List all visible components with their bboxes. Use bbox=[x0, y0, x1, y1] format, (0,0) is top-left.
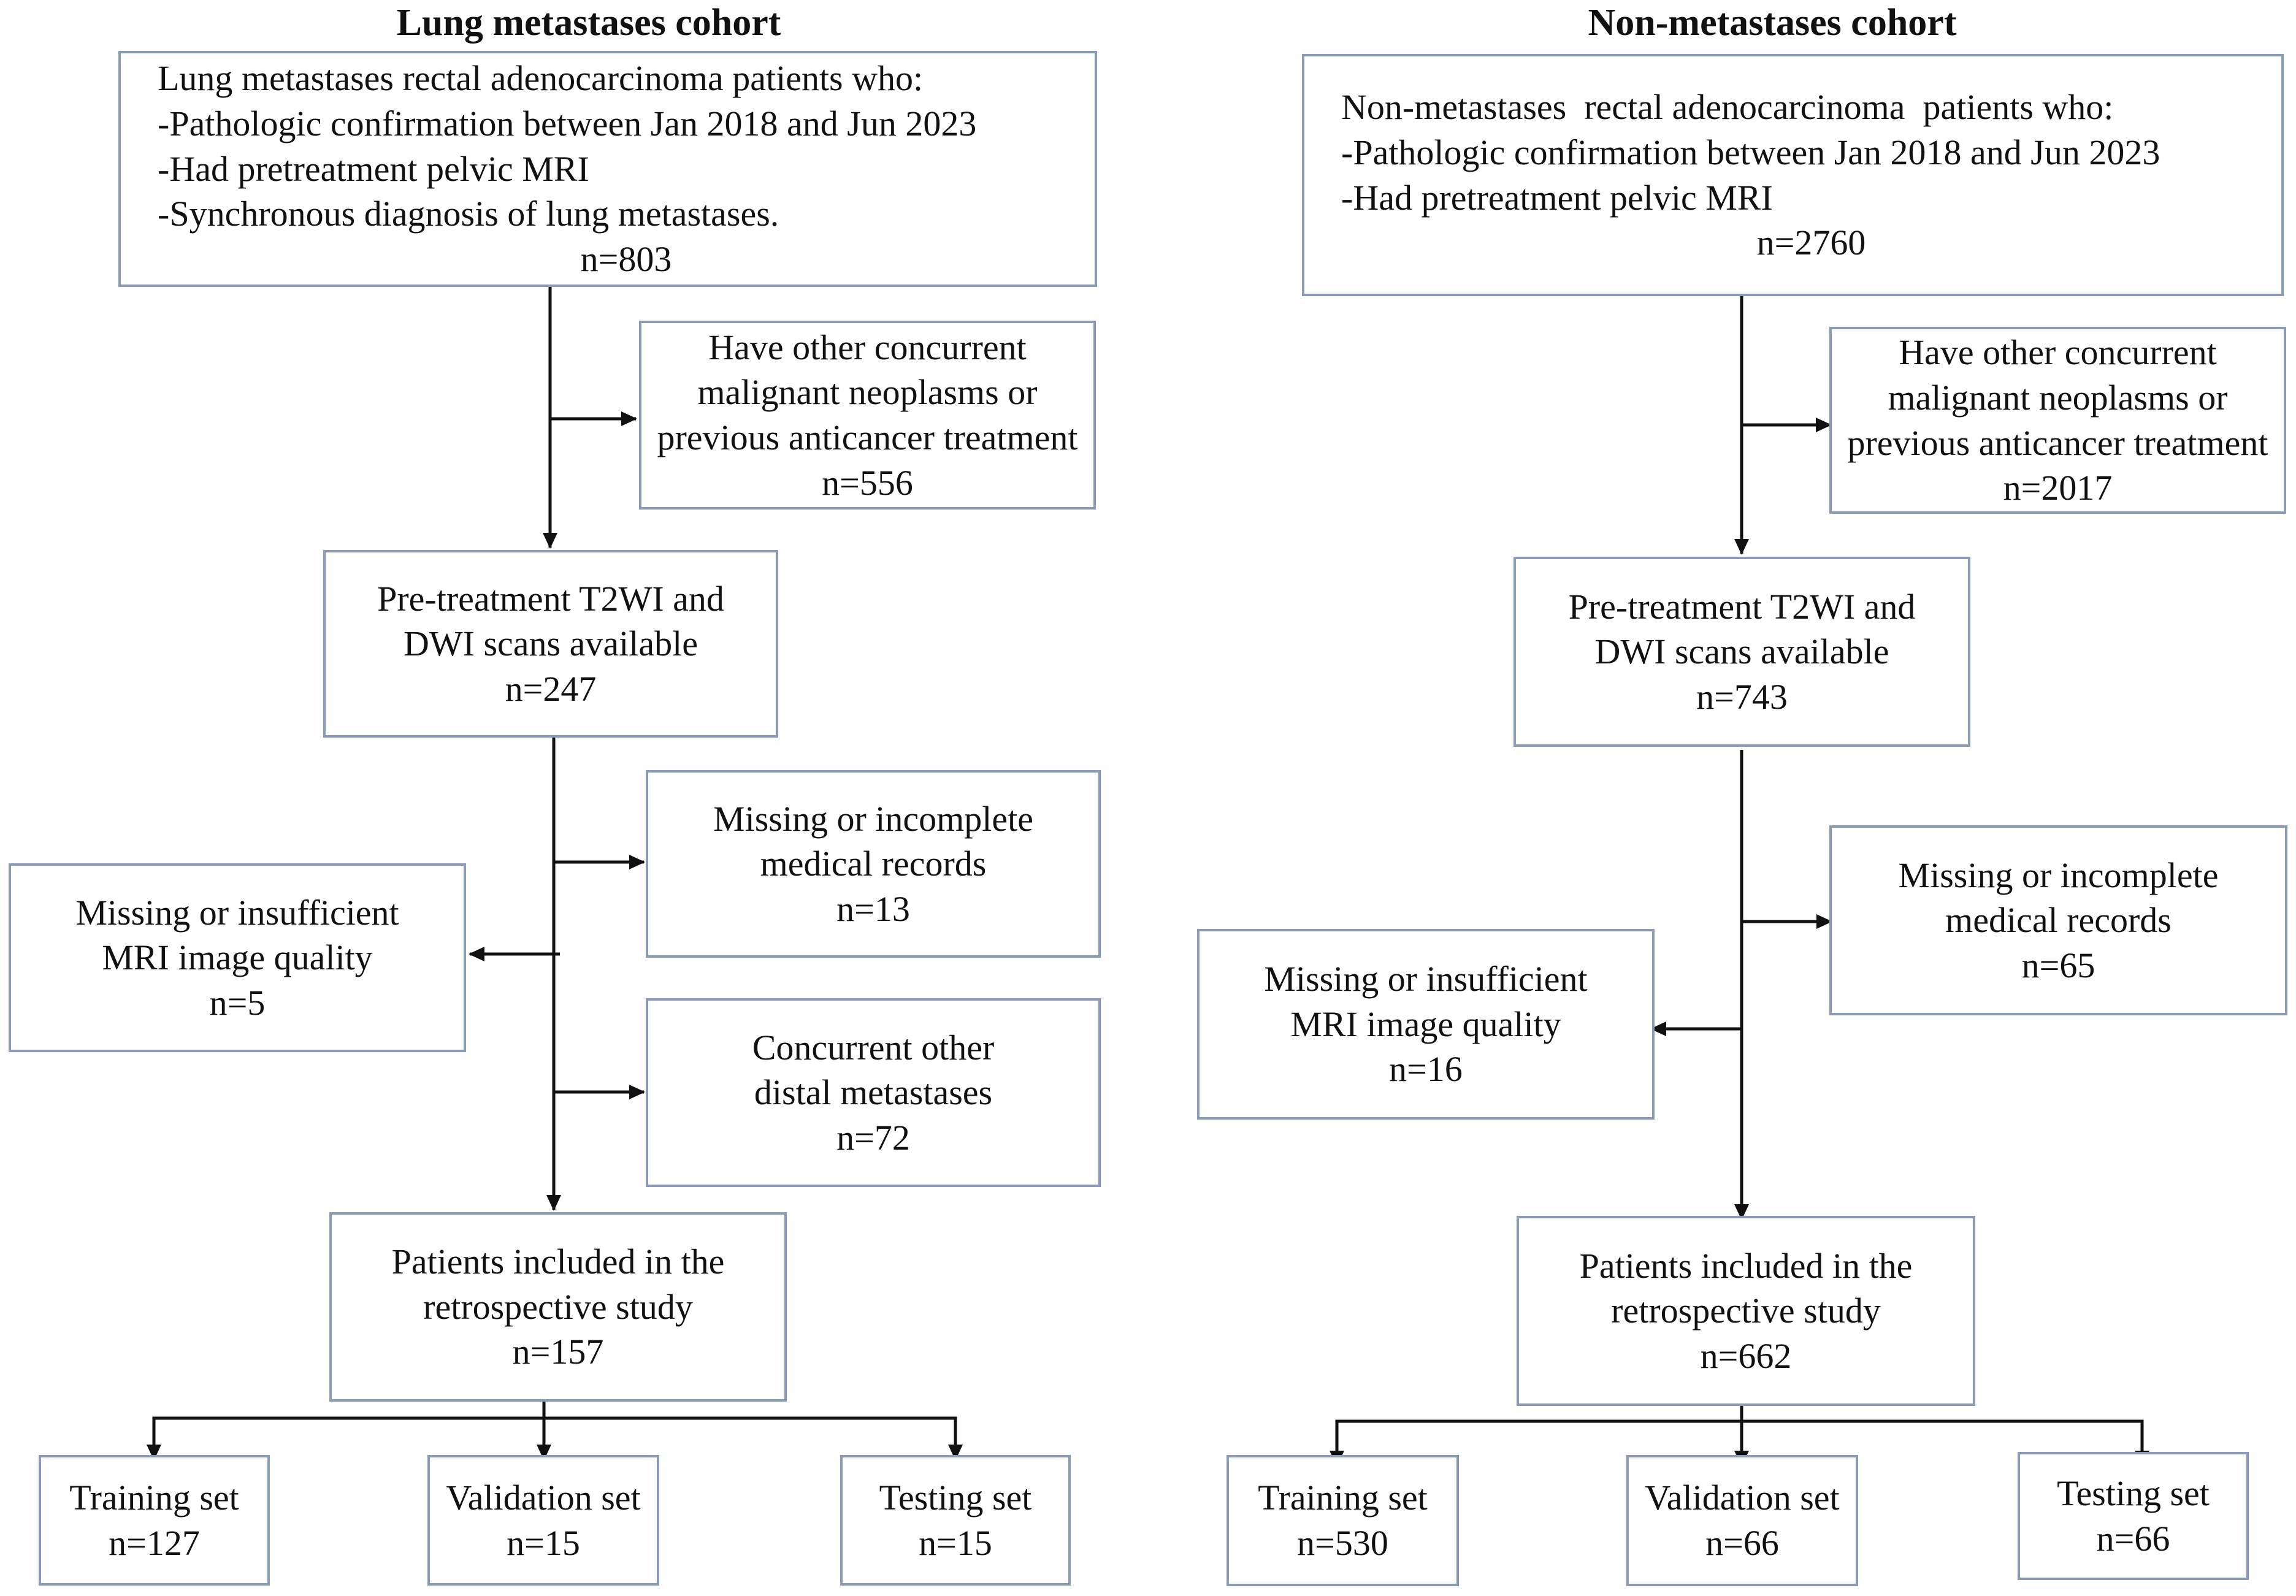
box-validation-set-non: Validation set n=66 bbox=[1626, 1455, 1858, 1586]
box-mri-quality-non: Missing or insufficient MRI image qualit… bbox=[1197, 929, 1655, 1120]
box-scans-available-non: Pre-treatment T2WI and DWI scans availab… bbox=[1513, 557, 1970, 747]
box-mri-quality-lung: Missing or insufficient MRI image qualit… bbox=[9, 863, 466, 1052]
box-validation-set-lung: Validation set n=15 bbox=[427, 1455, 659, 1586]
cohort-title-non: Non-metastases cohort bbox=[1588, 2, 1957, 44]
box-included-lung: Patients included in the retrospective s… bbox=[329, 1212, 787, 1402]
box-training-set-non: Training set n=530 bbox=[1226, 1455, 1459, 1586]
box-training-set-lung: Training set n=127 bbox=[39, 1455, 270, 1586]
box-testing-set-non: Testing set n=66 bbox=[2018, 1452, 2249, 1580]
box-excluded-concurrent-neoplasms-lung: Have other concurrent malignant neoplasm… bbox=[639, 321, 1096, 510]
branch-bar-left bbox=[152, 1416, 957, 1457]
box-missing-records-lung: Missing or incomplete medical records n=… bbox=[646, 770, 1101, 958]
box-eligible-patients-non: Non-metastases rectal adenocarcinoma pat… bbox=[1302, 54, 2284, 296]
box-missing-records-non: Missing or incomplete medical records n=… bbox=[1829, 825, 2287, 1015]
cohort-title-lung: Lung metastases cohort bbox=[396, 2, 781, 44]
box-testing-set-lung: Testing set n=15 bbox=[840, 1455, 1071, 1586]
box-excluded-concurrent-neoplasms-non: Have other concurrent malignant neoplasm… bbox=[1829, 327, 2286, 514]
box-eligible-patients-lung: Lung metastases rectal adenocarcinoma pa… bbox=[118, 51, 1097, 287]
box-included-non: Patients included in the retrospective s… bbox=[1517, 1216, 1975, 1406]
box-distal-metastases-lung: Concurrent other distal metastases n=72 bbox=[646, 998, 1101, 1187]
box-scans-available-lung: Pre-treatment T2WI and DWI scans availab… bbox=[323, 550, 778, 738]
